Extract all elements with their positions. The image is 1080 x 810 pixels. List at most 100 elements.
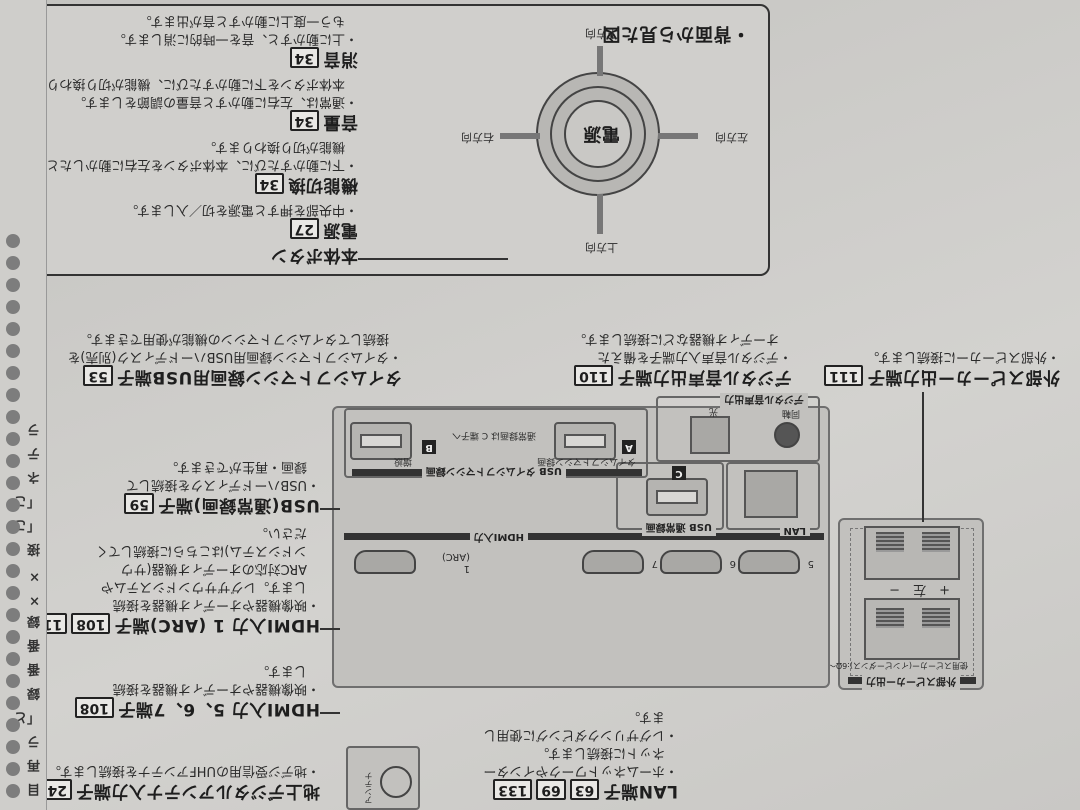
hdmi-port-6[interactable] <box>660 550 722 574</box>
binder-hole <box>6 256 20 270</box>
badge-b: B <box>422 440 436 454</box>
hdmi-1-label: 1(ARC) <box>441 551 470 574</box>
binder-hole <box>6 322 20 336</box>
leader-line <box>358 258 508 260</box>
optical-port[interactable] <box>690 416 730 454</box>
binder-hole <box>6 762 20 776</box>
antenna-label: アンテナ <box>364 772 373 804</box>
page-ref: 108 <box>71 613 111 634</box>
usb-normal-header: USB 通常録画 <box>641 521 716 536</box>
antenna-port[interactable] <box>380 766 412 798</box>
dir-right-label: 右方向 <box>461 131 494 144</box>
binder-hole <box>6 300 20 314</box>
hdmi1-callout: HDMI入力 1 (ARC)端子108110 ・映像機器やオーディオ機器を接続 … <box>28 523 320 640</box>
page-ref: 63 <box>569 779 600 800</box>
binder-hole <box>6 234 20 248</box>
binder-hole <box>6 784 20 798</box>
arrow-right-icon <box>500 133 540 139</box>
coax-port[interactable] <box>774 422 800 448</box>
leader-line <box>320 712 340 714</box>
leader-line <box>320 508 340 510</box>
power-center-label: 電源 <box>583 123 620 144</box>
side-index-tab: ラ <box>26 421 40 436</box>
side-index-tab: 接 <box>26 541 40 556</box>
rear-terminal-panel: HDMI入力 1(ARC) 5 6 7 LAN USB 通常録画 C デジタル音… <box>332 393 830 688</box>
hdmi-port-5[interactable] <box>738 550 800 574</box>
binder-hole <box>6 278 20 292</box>
usb-normal-port[interactable] <box>646 478 708 516</box>
binder-hole <box>6 696 20 710</box>
usb-note: 通常録画は C 端子へ <box>451 430 536 440</box>
binder-hole <box>6 652 20 666</box>
antenna-panel: アンテナ <box>346 746 420 810</box>
speaker-out-callout: 外部スピーカー出力端子111 ・外部スピーカーに接続します。 <box>824 347 1060 392</box>
binder-hole <box>6 454 20 468</box>
page-ref: 110 <box>574 365 614 386</box>
hdmi-7-label: 7 <box>651 558 658 569</box>
hdmi567-callout: HDMI入力 5、6、7端子108 ・映像機器やオーディオ機器を接続 します。 <box>74 661 320 724</box>
side-index-tab: 番 <box>26 637 40 652</box>
digital-audio-block: デジタル音声出力 同軸 光 <box>656 393 820 462</box>
page-ref: 34 <box>289 110 319 131</box>
hdmi-header: HDMI入力 <box>469 531 528 546</box>
badge-c: C <box>672 466 686 480</box>
usb-b-sublabel: 増設 <box>393 456 412 466</box>
side-index-tab: ネ <box>26 469 40 484</box>
usb-normal-callout: USB(通常録画)端子59 ・USBハードディスクを接続して 録画・再生ができま… <box>124 459 320 515</box>
binder-hole <box>6 476 20 490</box>
page-ref: 69 <box>536 779 566 800</box>
binder-hole <box>6 366 20 380</box>
item-function-switch: 機能切換34 ・下に動かすたびに、本体ボタンを左右に動かしたときの 機能が切り換… <box>20 139 358 195</box>
side-index-tab: 目 <box>26 781 40 796</box>
usb-timeshift-block: USB タイムシフトマシン録画 A タイムシフトマシン録画 B 増設 通常録画は… <box>344 408 648 480</box>
dir-down-label: 下方向 <box>585 27 618 40</box>
hdmi-port-7[interactable] <box>582 550 644 574</box>
body-button-text: 本体ボタン 電源27 ・中央部を押すと電源を切／入します。 機能切換34 ・下に… <box>9 11 359 270</box>
timeshift-usb-callout: タイムシフトマシン録画用USB端子53 ・タイムシフトマシン録画用USBハードデ… <box>67 331 402 387</box>
speaker-output-panel: 外部スピーカー出力 使用スピーカー(インピーダンス):6Ω～16Ω + 左 − <box>812 518 984 690</box>
binder-hole <box>6 542 20 556</box>
lan-callout: LAN端子6369133 ・ホームネットワークやインター ネットに接続します。 … <box>483 709 678 801</box>
item-mute: 消音34 ・上に動かすと、音を一時的に消します。 もう一度上に動かすと音が出ます… <box>112 13 358 69</box>
page-ref: 111 <box>824 365 864 386</box>
binder-hole <box>6 520 20 534</box>
body-button-label: 本体ボタン <box>270 245 359 265</box>
arrow-left-icon <box>658 133 698 139</box>
binder-hole <box>6 388 20 402</box>
hdmi-5-label: 5 <box>807 558 814 569</box>
dir-up-label: 上方向 <box>585 241 618 254</box>
joystick-diagram: 電源 上方向 下方向 左方向 右方向 <box>461 27 748 254</box>
page-ref: 34 <box>254 173 284 194</box>
side-index-tab: 番 <box>26 661 40 676</box>
lan-port[interactable] <box>744 470 798 518</box>
arrow-down-icon <box>597 46 603 76</box>
page-ref: 34 <box>289 47 319 68</box>
lan-header: LAN <box>779 525 810 536</box>
side-index-tab: × <box>29 569 40 584</box>
usb-a-sublabel: タイムシフトマシン録画 <box>537 456 636 466</box>
binder-hole <box>6 674 20 688</box>
side-index-tab: 録 <box>26 613 40 628</box>
side-index-tab: × <box>29 593 40 608</box>
hdmi-port-1[interactable] <box>354 550 416 574</box>
speaker-terminal-right <box>864 526 960 580</box>
side-index-tab: テ <box>26 445 40 460</box>
speaker-terminal-left <box>864 598 960 660</box>
side-index-strip: 目再ラ「ど録番番録××接「こ「こネテラ <box>0 0 47 810</box>
speaker-header: 外部スピーカー出力 <box>862 675 960 690</box>
antenna-callout: 地上デジタルアンテナ入力端子24 ・地デジ受信用のUHFアンテナを接続します。 <box>42 761 320 806</box>
binder-hole <box>6 740 20 754</box>
binder-hole <box>6 344 20 358</box>
item-power: 電源27 ・中央部を押すと電源を切／入します。 <box>125 202 358 240</box>
binder-hole <box>6 630 20 644</box>
binder-hole <box>6 410 20 424</box>
binder-hole <box>6 608 20 622</box>
page-ref: 133 <box>493 779 533 800</box>
page-ref: 108 <box>74 697 114 718</box>
side-index-tab: 再 <box>26 757 40 772</box>
binder-hole <box>6 718 20 732</box>
leader-line <box>922 392 924 522</box>
binder-hole <box>6 564 20 578</box>
binder-hole <box>6 498 20 512</box>
